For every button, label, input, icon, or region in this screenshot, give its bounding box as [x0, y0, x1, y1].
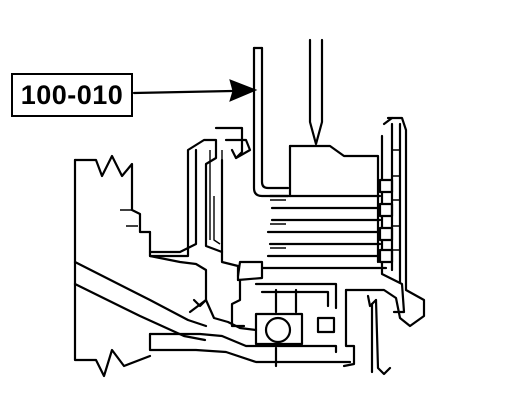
special-tool-rod [252, 46, 290, 198]
output-shaft [148, 298, 352, 364]
clutch-pack [236, 144, 388, 282]
callout-arrow [132, 79, 258, 102]
part-number-callout: 100-010 [11, 73, 133, 117]
housing-center [148, 126, 252, 308]
part-number-label: 100-010 [20, 79, 124, 110]
pointed-tool [308, 38, 324, 146]
housing-left [73, 154, 208, 378]
drum-right [344, 116, 426, 328]
hub-bearing [230, 278, 392, 376]
arrow-right-icon [229, 79, 258, 102]
